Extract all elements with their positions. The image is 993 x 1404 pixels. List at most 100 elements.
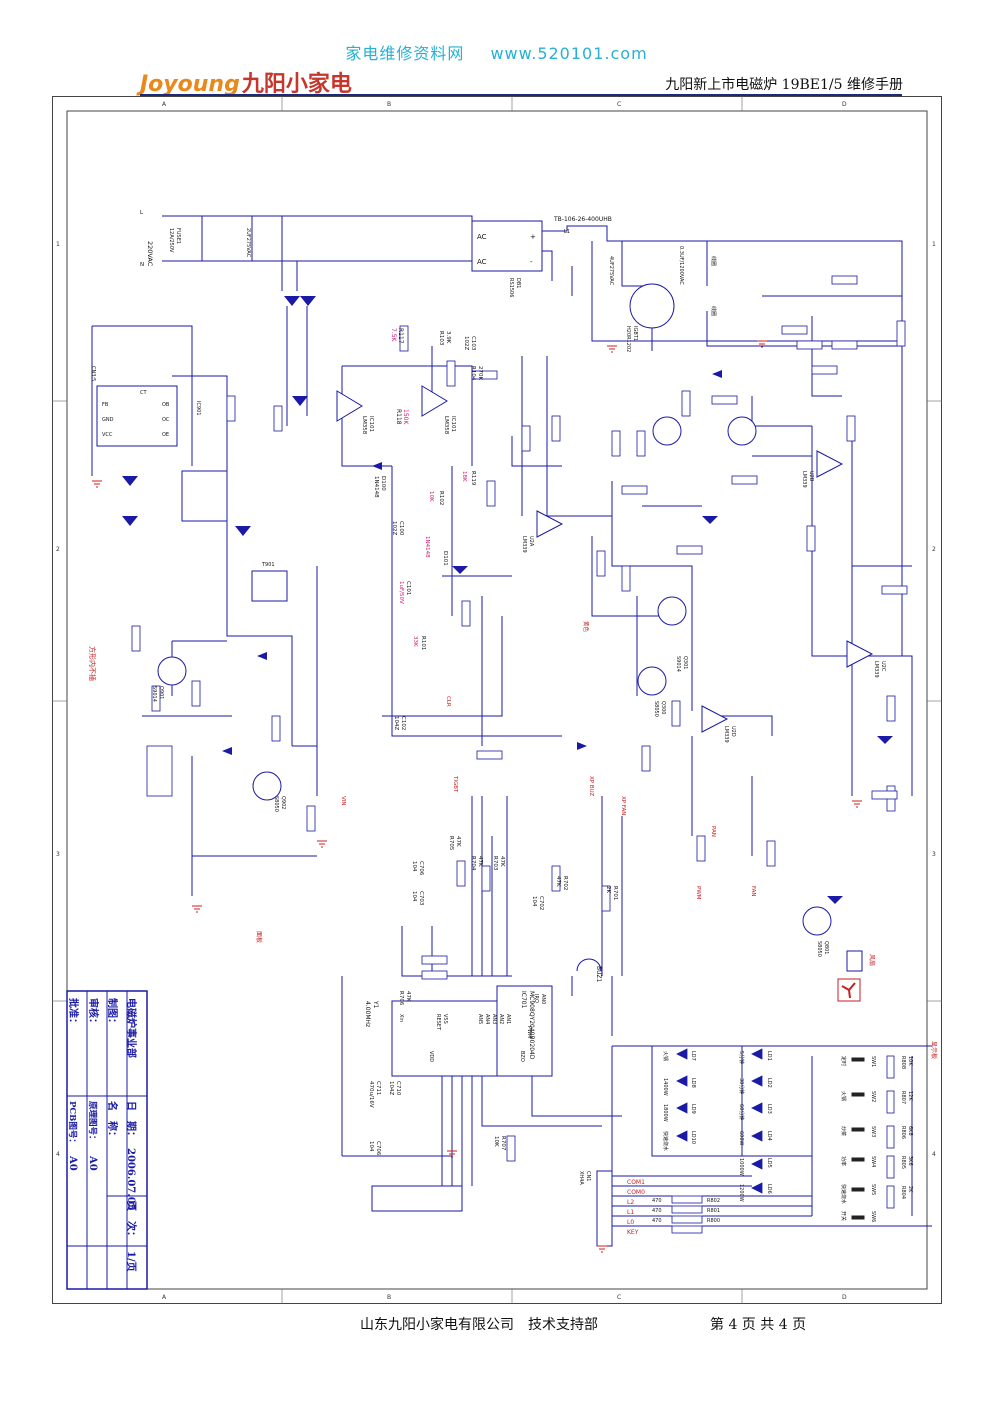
bridge-minus: - bbox=[530, 258, 533, 266]
sw3-label: 炒菜 bbox=[840, 1126, 847, 1136]
watermark-url[interactable]: www.520101.com bbox=[490, 44, 648, 63]
bridge-rectifier-db1 bbox=[471, 220, 543, 272]
c103-value: 102Z bbox=[463, 336, 469, 350]
c706-value: 104 bbox=[368, 1141, 374, 1152]
led-ld10-ref: LD10 bbox=[690, 1131, 696, 1144]
ic901-pin-ct: CT bbox=[140, 390, 147, 396]
line-com1: COM1 bbox=[627, 1179, 645, 1186]
sw2-label: 火锅 bbox=[840, 1091, 847, 1101]
grid-col-c-bottom: C bbox=[617, 1294, 621, 1301]
display-board-label: 显示板 bbox=[930, 1041, 938, 1059]
title-block: 电磁炉事业部 制图： 审核： 批准： 日 期： 2006.07.05 名 称： … bbox=[66, 990, 148, 1290]
sw6-ref: SW6 bbox=[870, 1211, 876, 1222]
ic101a-ref: IC101 bbox=[368, 416, 374, 432]
grid-row-1: 1 bbox=[56, 241, 60, 248]
u2b-ref: U2B bbox=[808, 471, 814, 482]
grid-col-d-bottom: D bbox=[842, 1294, 847, 1301]
net-xp-fan: XP FAN bbox=[620, 796, 626, 815]
r119-value: 18K bbox=[461, 471, 467, 482]
ic101b-ref: IC101 bbox=[450, 416, 456, 432]
grid-row-3: 3 bbox=[56, 851, 60, 858]
mcu-pin-an1: AN1 bbox=[505, 1014, 511, 1024]
choke-ref: L1 bbox=[564, 229, 570, 235]
mains-label: 220VAC bbox=[146, 241, 154, 267]
r101-ref: R101 bbox=[420, 636, 426, 650]
line-key: KEY bbox=[627, 1229, 639, 1236]
transistor-q-r1 bbox=[652, 416, 682, 446]
transistor-q901 bbox=[157, 656, 187, 686]
q300-ref: Q300 bbox=[660, 701, 666, 714]
c100-ref: C100 bbox=[398, 521, 404, 536]
mcu-ic701-pins bbox=[496, 985, 553, 1077]
mcu-pin-xin: Xin bbox=[398, 1014, 404, 1022]
c710-ref: C710 bbox=[395, 1081, 401, 1096]
q801-part: S8050 bbox=[816, 941, 822, 957]
r801-ref: R801 bbox=[707, 1208, 720, 1214]
ic901-pin-ob: OB bbox=[162, 402, 170, 408]
mcu-pin-pwm: PWM bbox=[526, 1026, 532, 1038]
r804-ref: R804 bbox=[900, 1186, 906, 1199]
r102-ref: R102 bbox=[438, 491, 444, 505]
grid-col-a: A bbox=[162, 101, 167, 108]
wiring-note: 方形内不插 bbox=[88, 646, 97, 681]
r118-value: 150K bbox=[402, 409, 409, 425]
net-clr: CLR bbox=[445, 696, 451, 707]
r707-value: 10K bbox=[493, 1136, 499, 1147]
grid-row-2: 2 bbox=[56, 546, 60, 553]
brand-cn: 九阳小家电 bbox=[241, 72, 352, 97]
r701-ref: R701 bbox=[612, 886, 618, 900]
ic901-pin-fb: FB bbox=[102, 402, 109, 408]
mcu-pin-an3: AN3 bbox=[491, 1014, 497, 1024]
r704-value: 47K bbox=[477, 856, 483, 867]
r805-ref: R805 bbox=[900, 1156, 906, 1169]
title-check-label: 审核： bbox=[87, 998, 100, 1028]
led-ld2-ref: LD2 bbox=[766, 1078, 772, 1088]
net-pan: PAN bbox=[710, 826, 716, 837]
choke-part: TB-106-26-400UHB bbox=[553, 216, 612, 223]
net-vin: VIN bbox=[340, 796, 346, 806]
mains-l-label: L bbox=[140, 210, 144, 216]
r101-value: 33K bbox=[412, 636, 418, 647]
led-ld8-label: 1400W bbox=[662, 1078, 668, 1096]
r802-value: 470 bbox=[652, 1198, 662, 1204]
c702-ref: C702 bbox=[538, 896, 544, 910]
r706-ref: R706 bbox=[398, 991, 404, 1006]
mains-n-label: N bbox=[140, 262, 144, 268]
sw4-label: 功率 bbox=[840, 1156, 847, 1166]
q902-ref: Q902 bbox=[280, 796, 286, 809]
led-ld1-label: 5分钟 bbox=[738, 1051, 745, 1064]
grid-row-1-right: 1 bbox=[932, 241, 936, 248]
mcu-pin-irq: IRQ bbox=[533, 994, 539, 1003]
q301-ref: Q301 bbox=[682, 656, 688, 669]
opamp-ic101a bbox=[336, 390, 363, 422]
ic101a-part: LM358 bbox=[361, 416, 367, 435]
bridge-part: RS1506 bbox=[508, 278, 514, 297]
mcu-pin-bzo: BZO bbox=[519, 1051, 525, 1062]
r801-value: 470 bbox=[652, 1208, 662, 1214]
grid-row-3-right: 3 bbox=[932, 851, 936, 858]
r806-value: 6K8 bbox=[907, 1126, 913, 1136]
transistor-q902 bbox=[252, 771, 282, 801]
led-ld1-ref: LD1 bbox=[766, 1051, 772, 1061]
title-page-label: 页 次： bbox=[125, 1201, 138, 1241]
transistor-q301 bbox=[657, 596, 687, 626]
q301-part: S9014 bbox=[675, 656, 681, 672]
c101-ref: C101 bbox=[405, 581, 411, 595]
r807-value: 12K bbox=[907, 1091, 913, 1101]
c710-value: 104Z bbox=[388, 1081, 394, 1095]
led-ld3-label: 60分钟 bbox=[738, 1104, 745, 1120]
grid-col-b: B bbox=[387, 101, 391, 108]
brand-en: Joyoung bbox=[140, 72, 240, 97]
panel-label: 面板 bbox=[255, 931, 263, 943]
r103-value: 3.9K bbox=[445, 331, 451, 344]
r704-ref: R704 bbox=[470, 856, 476, 871]
u2a-part: LM339 bbox=[521, 536, 527, 553]
grid-col-a-bottom: A bbox=[162, 1294, 167, 1301]
fuse-label: FUSE1 bbox=[175, 228, 181, 244]
r118-ref: R118 bbox=[395, 409, 402, 425]
igbt-igbt1 bbox=[629, 283, 675, 329]
c102-ref: C102 bbox=[400, 716, 406, 730]
r808-value: 10K bbox=[907, 1056, 913, 1066]
r102-value: 10K bbox=[428, 491, 434, 502]
ic901-pin-oc: OC bbox=[162, 417, 170, 423]
